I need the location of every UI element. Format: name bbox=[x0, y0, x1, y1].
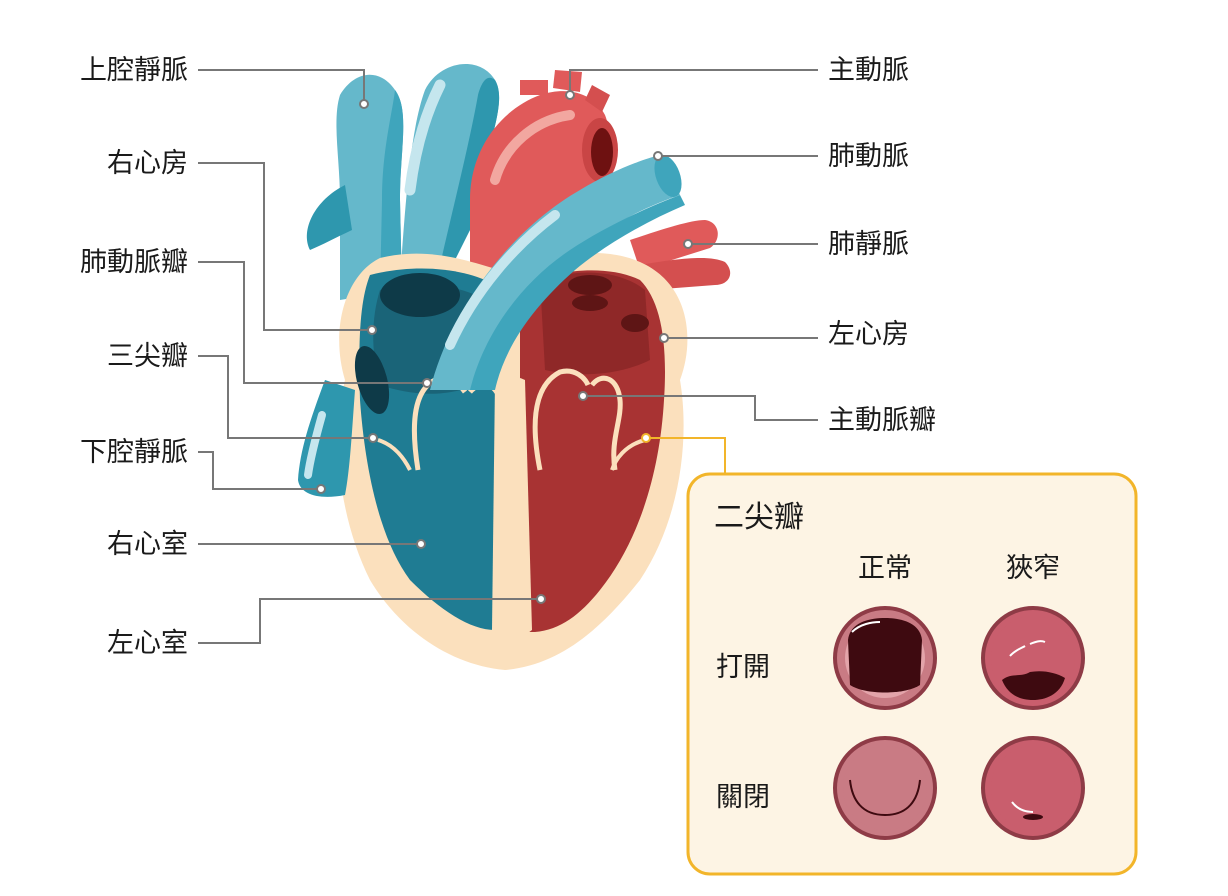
stenosis-open-valve bbox=[981, 606, 1085, 710]
row-header-closed: 關閉 bbox=[716, 782, 770, 813]
normal-closed-valve bbox=[833, 736, 937, 840]
label-aorta: 主動脈 bbox=[828, 55, 909, 86]
label-inferior-vena-cava: 下腔靜脈 bbox=[80, 437, 188, 468]
row-header-open: 打開 bbox=[716, 652, 770, 683]
label-pulmonary-vein: 肺靜脈 bbox=[828, 229, 909, 260]
stenosis-closed-valve bbox=[981, 736, 1085, 840]
mitral-leader-dot bbox=[641, 433, 651, 443]
superior-vena-cava bbox=[306, 74, 404, 300]
leader-dots bbox=[316, 90, 693, 604]
label-aortic-valve: 主動脈瓣 bbox=[828, 405, 936, 436]
label-right-atrium: 右心房 bbox=[107, 148, 188, 179]
pulmonary-artery-front bbox=[430, 154, 685, 390]
col-header-stenosis: 狹窄 bbox=[1006, 553, 1060, 584]
label-pulmonary-artery: 肺動脈 bbox=[828, 141, 909, 172]
col-header-normal: 正常 bbox=[858, 553, 912, 584]
label-right-ventricle: 右心室 bbox=[107, 529, 188, 560]
label-left-atrium: 左心房 bbox=[828, 319, 909, 350]
label-superior-vena-cava: 上腔靜脈 bbox=[80, 55, 188, 86]
label-pulmonary-valve: 肺動脈瓣 bbox=[80, 247, 188, 278]
normal-open-valve bbox=[833, 606, 937, 710]
pulmonary-trunk-back bbox=[400, 63, 500, 281]
mitral-leader-line bbox=[646, 437, 726, 475]
label-left-ventricle: 左心室 bbox=[107, 628, 188, 659]
leader-lines bbox=[198, 69, 818, 644]
inset-title: 二尖瓣 bbox=[714, 500, 804, 535]
heart-body bbox=[338, 252, 688, 670]
label-tricuspid-valve: 三尖瓣 bbox=[107, 341, 188, 372]
